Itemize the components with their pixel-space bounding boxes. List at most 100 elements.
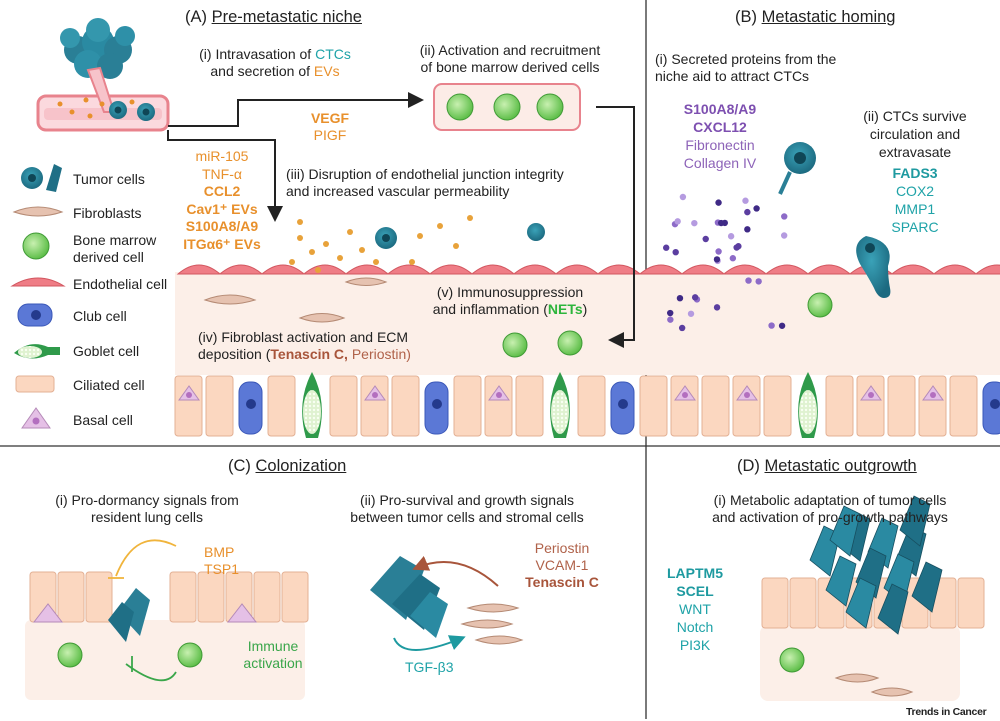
c-step-i-line1: (i) Pro-dormancy signals from	[55, 492, 239, 508]
fibroblast-icon	[12, 206, 64, 217]
c-step-ii-line2: between tumor cells and stromal cells	[350, 509, 584, 525]
panel-a-step-iv: (iv) Fibroblast activation and ECM depos…	[198, 329, 411, 363]
step-iv-line1: (iv) Fibroblast activation and ECM	[198, 329, 409, 345]
vegf-pigf: VEGF PIGF	[300, 110, 360, 144]
endothelial-cell	[764, 264, 810, 275]
step-v-line1: (v) Immunosuppression	[436, 284, 584, 300]
endothelial-cell	[680, 264, 726, 275]
endothelial-cell	[806, 264, 852, 275]
collagen-label: Collagen IV	[683, 155, 757, 171]
panel-b-step-i: (i) Secreted proteins from the niche aid…	[655, 51, 836, 85]
ciliated-cell-icon	[15, 375, 55, 393]
step-iii-line1: (iii) Disruption of endothelial junction…	[286, 166, 564, 182]
step-i-and: and secretion of	[210, 63, 314, 79]
legend-icons	[10, 164, 66, 429]
step-ii-line2: of bone marrow derived cells	[420, 59, 600, 75]
panel-d-letter: (D)	[737, 457, 765, 475]
sparc-label: SPARC	[891, 219, 939, 235]
ctcs-label: CTCs	[315, 46, 351, 62]
panel-d-title: Metastatic outgrowth	[764, 457, 917, 475]
legend-ciliated: Ciliated cell	[73, 377, 145, 393]
panel-a-heading: (A) Pre-metastatic niche	[185, 7, 362, 27]
panel-b-teal-factors: FADS3 COX2 MMP1 SPARC	[865, 164, 965, 236]
endothelial-cell	[512, 264, 558, 275]
cav1-label: Cav1⁺ EVs	[186, 200, 258, 217]
legend-club: Club cell	[73, 308, 127, 324]
endothelial-cell	[218, 264, 264, 275]
d-step-i-line2: and activation of pro-growth pathways	[712, 509, 948, 525]
periostin-label-a: Periostin)	[347, 346, 411, 362]
panel-b-letter: (B)	[735, 8, 762, 26]
tsp1-label: TSP1	[204, 561, 240, 577]
ctc-cells-in-vessel	[57, 97, 155, 121]
vegf-label: VEGF	[310, 110, 350, 126]
journal-footer: Trends in Cancer	[906, 706, 987, 718]
d-step-i-line1: (i) Metabolic adaptation of tumor cells	[713, 492, 947, 508]
tenascin-label-a: Tenascin C,	[270, 346, 348, 362]
bone-marrow-cell-icon	[22, 232, 50, 260]
legend-bone-marrow: Bone marrow derived cell	[73, 232, 156, 266]
ccl2-label: CCL2	[203, 183, 241, 199]
immune-activation: Immune activation	[228, 638, 318, 672]
panel-c-step-i: (i) Pro-dormancy signals from resident l…	[22, 492, 272, 526]
panel-c-factors: Periostin VCAM-1 Tenascin C	[502, 540, 622, 591]
pigf-label: PIGF	[313, 127, 347, 143]
immune-line2: activation	[243, 655, 303, 671]
panel-a-step-iii: (iii) Disruption of endothelial junction…	[286, 166, 564, 200]
notch-label: Notch	[676, 619, 714, 635]
step-iii-line2: and increased vascular permeability	[286, 183, 510, 199]
tgfb-text: TGF-β3	[405, 659, 454, 675]
tumor-cell-icon	[21, 164, 62, 192]
panel-c-step-ii: (ii) Pro-survival and growth signals bet…	[322, 492, 612, 526]
c-step-i-line2: resident lung cells	[90, 509, 204, 525]
legend-goblet: Goblet cell	[73, 343, 140, 359]
epithelium-layer	[174, 372, 1000, 438]
basal-cell-icon	[21, 407, 51, 429]
secreted-protein-particles	[662, 193, 788, 332]
ctc-extravasating	[856, 236, 891, 298]
legend-endothelial: Endothelial cell	[73, 276, 168, 292]
primary-tumor-mass	[60, 18, 135, 113]
fibronectin-label: Fibronectin	[685, 137, 755, 153]
legend-bone-marrow-line2: derived cell	[73, 249, 144, 265]
pi3k-label: PI3K	[679, 637, 711, 653]
ev-particles	[289, 215, 473, 273]
b-step-i-line2: niche aid to attract CTCs	[655, 68, 810, 84]
s100-label-a: S100A8/A9	[185, 218, 259, 234]
tumor-cell	[825, 555, 857, 607]
mir105-label: miR-105	[195, 148, 249, 164]
endothelial-cell	[176, 264, 222, 275]
tenascin-label-c: Tenascin C	[525, 574, 599, 590]
panel-b-title: Metastatic homing	[761, 8, 896, 26]
step-v-suffix: )	[582, 301, 588, 317]
tgfb-label: TGF-β3	[405, 659, 454, 676]
legend-tumor-cells: Tumor cells	[73, 171, 145, 187]
panel-d-heading: (D) Metastatic outgrowth	[737, 456, 917, 476]
endothelial-cell	[470, 264, 516, 275]
fads3-label: FADS3	[892, 165, 938, 181]
panel-b-step-ii: (ii) CTCs survive circulation and extrav…	[855, 107, 975, 161]
itg-label: ITGα6⁺ EVs	[183, 235, 261, 252]
tumor-outgrowth	[809, 495, 943, 635]
panel-c-heading: (C) Colonization	[228, 456, 346, 476]
wnt-label: WNT	[679, 601, 711, 617]
panel-d-step-i: (i) Metabolic adaptation of tumor cells …	[680, 492, 980, 526]
b-step-ii-line3: extravasate	[878, 144, 952, 160]
panel-b-purple-factors: S100A8/A9 CXCL12 Fibronectin Collagen IV	[660, 100, 780, 172]
fibroblasts-stroma	[203, 277, 388, 323]
bmp-tsp1: BMP TSP1	[204, 544, 239, 578]
endothelial-cell	[344, 264, 390, 275]
tumor-cell	[829, 505, 861, 557]
step-i-prefix: (i) Intravasation of	[199, 46, 316, 62]
endothelial-cell	[722, 264, 768, 275]
b-step-ii-line2: circulation and	[869, 126, 961, 142]
endothelial-cell	[974, 264, 1000, 275]
step-iv-prefix: deposition (	[198, 346, 271, 362]
mmp1-label: MMP1	[894, 201, 936, 217]
evs-label: EVs	[313, 63, 340, 79]
colonization-tissue	[25, 571, 309, 700]
stroma-band	[175, 272, 1000, 375]
endothelial-cell	[890, 264, 936, 275]
panel-c-letter: (C)	[228, 457, 256, 475]
